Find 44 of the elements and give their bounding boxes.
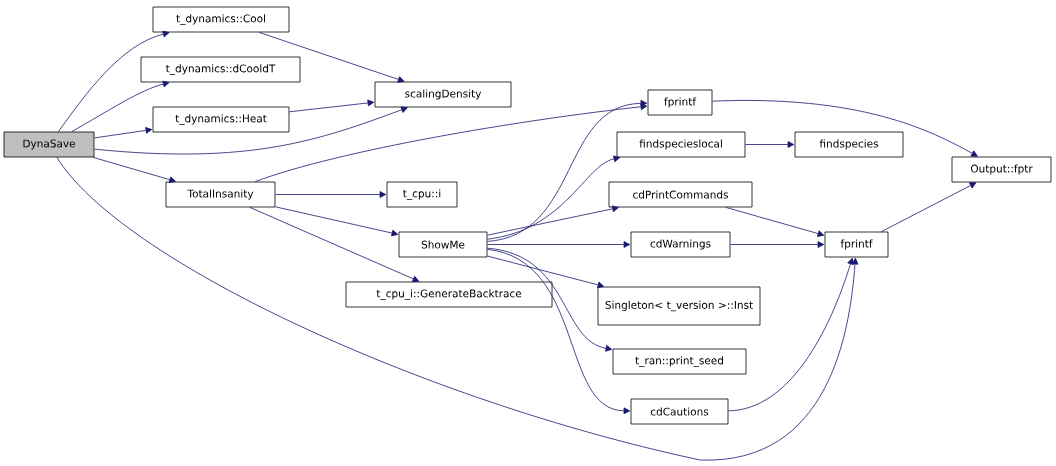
function-box: ShowMe — [398, 231, 488, 258]
arrow — [249, 207, 420, 283]
function-box: scalingDensity — [374, 81, 512, 108]
arrow — [94, 106, 408, 155]
arrow — [881, 182, 977, 232]
function-box: findspecieslocal — [616, 131, 746, 158]
arrow — [725, 207, 825, 237]
arrow — [56, 157, 859, 461]
function-box: cdPrintCommands — [608, 181, 753, 208]
arrow — [289, 99, 375, 113]
arrow — [730, 241, 825, 248]
function-box: cdWarnings — [630, 231, 731, 258]
arrow — [275, 206, 399, 237]
function-box: fprintf — [647, 89, 713, 116]
arrow — [254, 103, 648, 182]
function-box: t_cpu::i — [386, 181, 458, 208]
arrow — [487, 205, 619, 236]
function-box: fprintf — [824, 231, 889, 258]
arrow — [275, 191, 387, 198]
arrow — [728, 257, 854, 412]
arrow — [487, 155, 621, 240]
arrow — [487, 99, 648, 242]
arrow — [94, 127, 153, 139]
arrow — [487, 255, 605, 289]
function-box: t_ran::print_seed — [612, 348, 747, 375]
arrow — [487, 241, 631, 248]
function-box: t_cpu_i::GenerateBacktrace — [345, 281, 553, 308]
function-box: t_dynamics::Cool — [152, 6, 290, 33]
arrow — [58, 30, 170, 132]
arrow — [92, 157, 176, 183]
function-box: findspecies — [794, 131, 904, 158]
arrow — [71, 80, 170, 132]
function-box: TotalInsanity — [165, 181, 276, 208]
arrow — [745, 141, 795, 148]
function-box: Output::fptr — [951, 156, 1052, 183]
function-box: cdCautions — [630, 398, 729, 425]
arrow — [487, 247, 613, 352]
function-box: t_dynamics::Heat — [152, 106, 290, 133]
function-box: Singleton< t_version >::Inst — [597, 286, 761, 326]
arrow — [487, 248, 631, 415]
arrow — [712, 100, 978, 157]
focus-function-box: DynaSave — [3, 131, 95, 158]
function-box: t_dynamics::dCooldT — [140, 56, 301, 83]
arrow — [258, 32, 405, 83]
